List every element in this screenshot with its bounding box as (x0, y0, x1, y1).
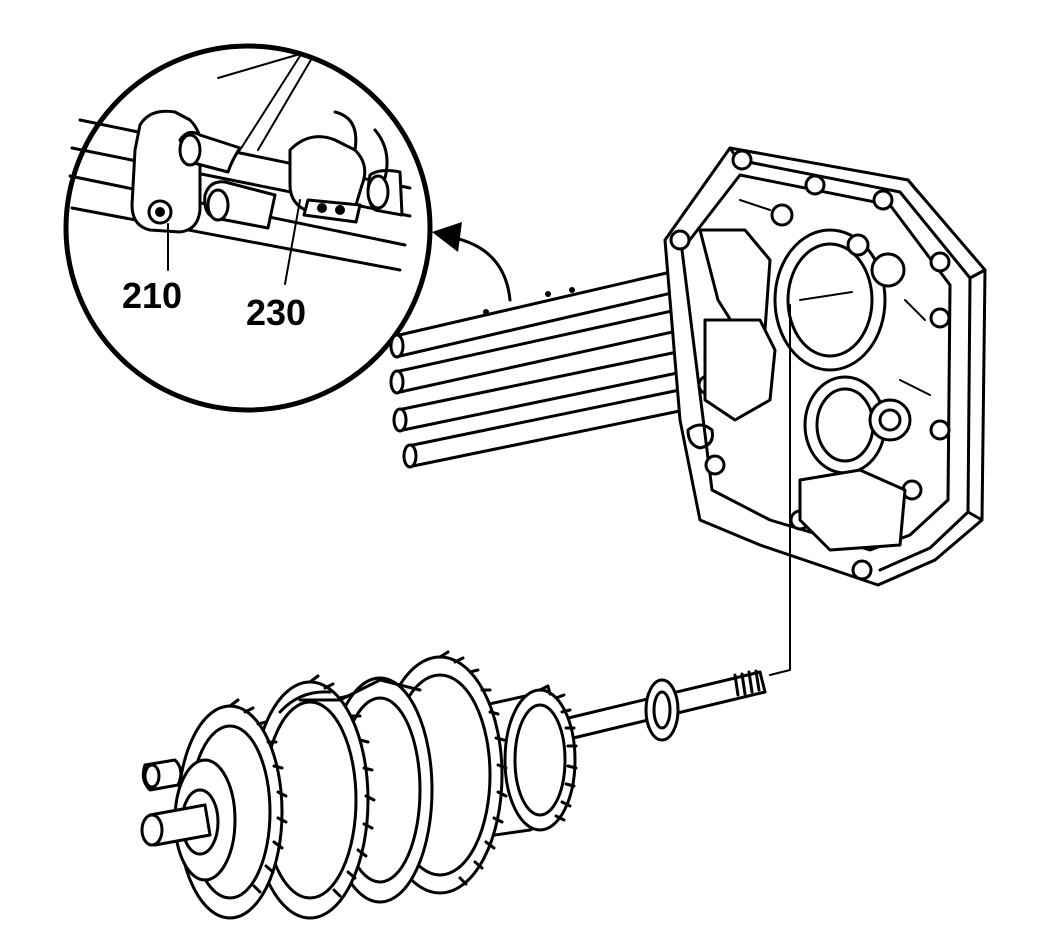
fork-210 (130, 109, 277, 234)
detail-inset: 210 230 (63, 43, 433, 413)
callout-210: 210 (122, 275, 182, 316)
fork-230 (288, 110, 404, 224)
alignment-leader (769, 304, 791, 676)
detail-circle (63, 43, 433, 413)
case-plate (663, 146, 987, 587)
magnify-arrow (432, 222, 512, 302)
bearing (644, 678, 680, 742)
mainshaft-assembly (140, 650, 767, 920)
callout-230: 230 (246, 292, 306, 333)
main-bore (773, 228, 887, 372)
leader-230 (284, 199, 301, 285)
